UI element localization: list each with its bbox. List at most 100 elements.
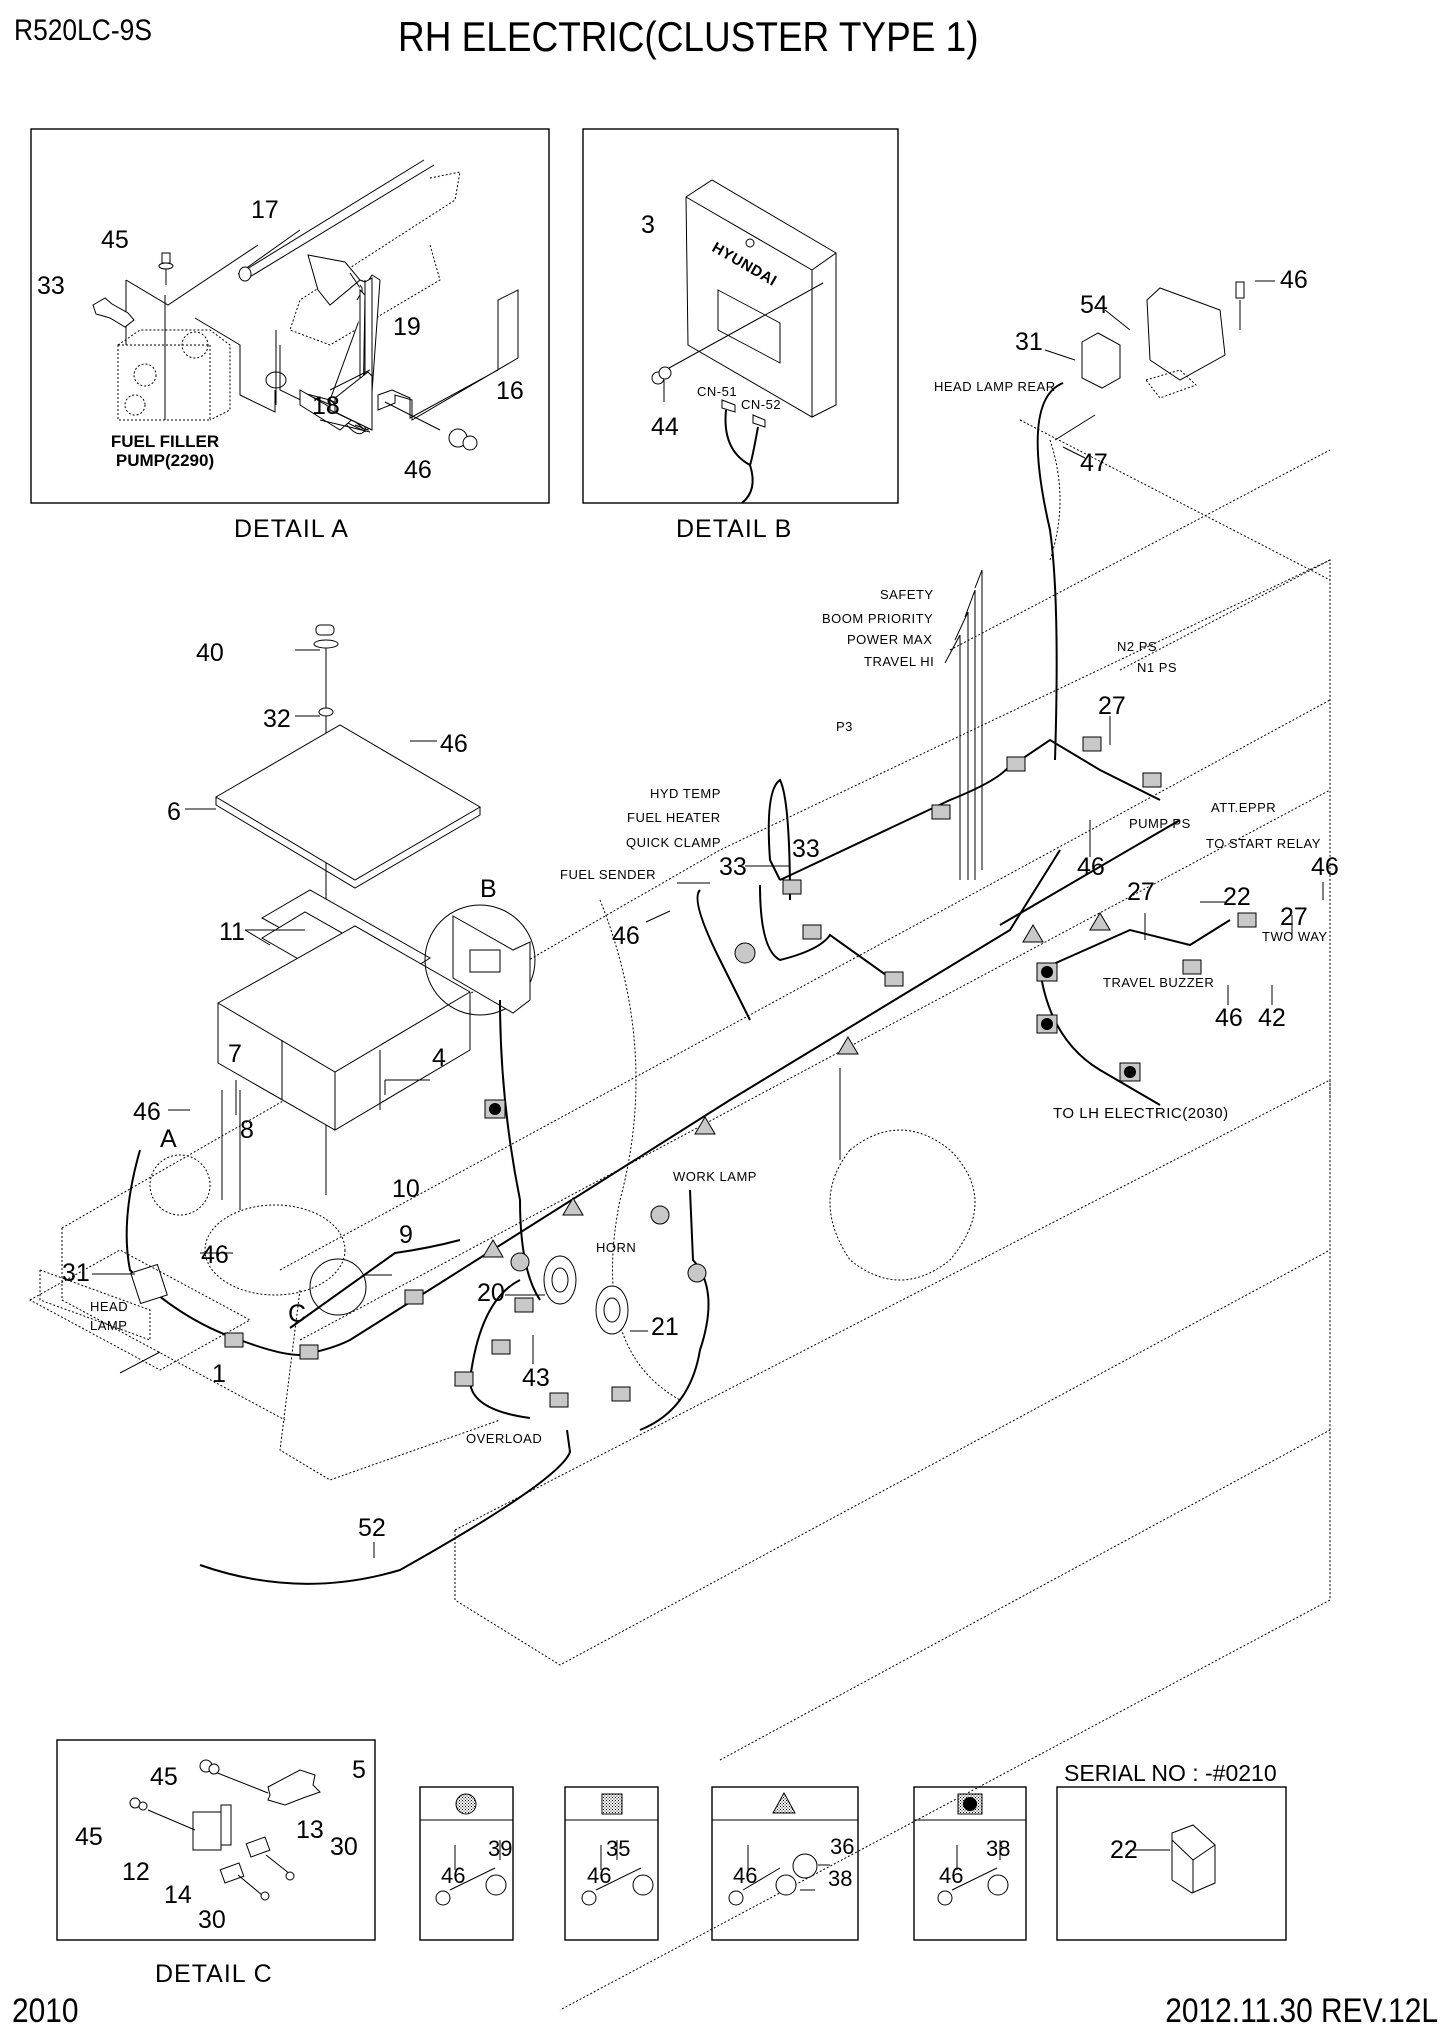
front-head-lamp — [28, 1154, 367, 1371]
callout-22-serial: 22 — [1110, 1836, 1138, 1864]
harness-clamps — [224, 736, 1257, 1408]
model-name: R520LC-9S — [14, 14, 152, 47]
power-max-label: POWER MAX — [847, 632, 933, 647]
revision-date: 2012.11.30 REV.12L — [1165, 1992, 1438, 2030]
callout-30-bottom: 30 — [198, 1906, 226, 1934]
legend-black-dot-clamp: 38 — [986, 1836, 1011, 1861]
legend-square-clamp: 35 — [606, 1836, 631, 1861]
boom-priority-label: BOOM PRIORITY — [822, 611, 934, 626]
detail-b-frame — [582, 128, 899, 504]
detail-c-caption: DETAIL C — [155, 1960, 273, 1988]
battery-area — [215, 624, 481, 1210]
head-lamp-label-line1: HEAD — [90, 1299, 129, 1314]
callout-40: 40 — [196, 639, 224, 667]
callout-46-fuel-sender: 46 — [612, 922, 640, 950]
to-lh-electric-label: TO LH ELECTRIC(2030) — [1053, 1105, 1229, 1122]
legend-circle-bolt: 46 — [441, 1863, 466, 1888]
fuel-sender-label: FUEL SENDER — [560, 867, 657, 882]
legend-circle-clamp: 39 — [488, 1836, 513, 1861]
fuel-filler-pump-label-line1: FUEL FILLER — [110, 432, 220, 451]
callout-46-buzzer: 46 — [1215, 1004, 1243, 1032]
callout-13: 13 — [296, 1816, 324, 1844]
marker-a: A — [160, 1125, 177, 1153]
callout-32: 32 — [263, 705, 291, 733]
head-lamp-rear-label: HEAD LAMP REAR — [934, 379, 1056, 394]
callout-1: 1 — [212, 1360, 226, 1388]
callout-46: 46 — [404, 456, 432, 484]
leader-lines — [92, 280, 1324, 1558]
connector-cn52: CN-52 — [741, 397, 782, 412]
legend-triangle-clamp: 38 — [828, 1866, 853, 1891]
clamp-legend-frames — [419, 1786, 1287, 1941]
att-eppr-label: ATT.EPPR — [1211, 800, 1277, 815]
head-lamp-label-line2: LAMP — [90, 1318, 128, 1333]
callout-45-lower: 45 — [75, 1823, 103, 1851]
travel-hi-label: TRAVEL HI — [864, 654, 935, 669]
callout-44: 44 — [651, 413, 679, 441]
rear-head-lamp — [1036, 281, 1245, 761]
callout-33-quick-clamp: 33 — [792, 835, 820, 863]
callout-22: 22 — [1223, 883, 1251, 911]
detail-a-parts — [92, 159, 519, 451]
callout-14: 14 — [164, 1881, 192, 1909]
serial-number-label: SERIAL NO : -#0210 — [1064, 1760, 1277, 1786]
callout-6: 6 — [167, 798, 181, 826]
detail-b-parts — [651, 179, 837, 504]
callout-31-rear: 31 — [1015, 328, 1043, 356]
callout-18: 18 — [312, 392, 340, 420]
page-number: 2010 — [12, 1992, 79, 2030]
callout-31-head: 31 — [62, 1259, 90, 1287]
legend-triangle-grommet: 36 — [830, 1834, 855, 1859]
callout-20: 20 — [477, 1279, 505, 1307]
callout-46-pump: 46 — [1077, 853, 1105, 881]
callout-46-relay: 46 — [1311, 853, 1339, 881]
travel-buzzer-label: TRAVEL BUZZER — [1103, 975, 1215, 990]
detail-a-frame — [30, 128, 550, 504]
callout-21: 21 — [651, 1313, 679, 1341]
work-lamp-label: WORK LAMP — [673, 1169, 757, 1184]
cluster-controller-detail-b — [424, 904, 536, 1016]
callout-47: 47 — [1080, 449, 1108, 477]
n1-ps-label: N1 PS — [1137, 660, 1178, 675]
horn-label: HORN — [596, 1240, 637, 1255]
callout-19: 19 — [393, 313, 421, 341]
callout-46-plate: 46 — [440, 730, 468, 758]
detail-b-caption: DETAIL B — [676, 515, 793, 543]
callout-54: 54 — [1080, 291, 1108, 319]
n2-ps-label: N2 PS — [1117, 639, 1158, 654]
callout-9: 9 — [399, 1221, 413, 1249]
callout-27-upper: 27 — [1098, 692, 1126, 720]
p3-label: P3 — [836, 719, 853, 734]
callout-27-lower: 27 — [1280, 903, 1308, 931]
callout-16: 16 — [496, 377, 524, 405]
legend-triangle-bolt: 46 — [733, 1863, 758, 1888]
safety-label: SAFETY — [880, 587, 934, 602]
callout-46-lamp: 46 — [1280, 266, 1308, 294]
horns — [543, 1255, 629, 1335]
two-way-label: TWO WAY — [1262, 929, 1328, 944]
overload-label: OVERLOAD — [466, 1431, 543, 1446]
upper-frame-outline — [39, 419, 1331, 2011]
legend-black-dot-bolt: 46 — [939, 1863, 964, 1888]
hyd-temp-label: HYD TEMP — [650, 786, 721, 801]
fuel-filler-pump-label-line2: PUMP(2290) — [115, 450, 215, 470]
callout-27-middle: 27 — [1127, 878, 1155, 906]
pump-ps-label: PUMP PS — [1129, 816, 1191, 831]
detail-c-parts — [129, 1759, 321, 1901]
quick-clamp-label: QUICK CLAMP — [626, 835, 722, 850]
callout-45-upper: 45 — [150, 1763, 178, 1791]
callout-33-fuel-sender: 33 — [719, 853, 747, 881]
detail-c-frame — [56, 1739, 376, 1941]
callout-46-head-lamp: 46 — [201, 1241, 229, 1269]
callout-12: 12 — [122, 1858, 150, 1886]
callout-46-battery: 46 — [133, 1098, 161, 1126]
marker-c: C — [288, 1300, 307, 1328]
callout-4: 4 — [432, 1044, 446, 1072]
callout-11: 11 — [219, 918, 245, 946]
marker-b: B — [480, 875, 497, 903]
to-start-relay-label: TO START RELAY — [1206, 836, 1321, 851]
callout-3: 3 — [641, 211, 655, 239]
callout-5: 5 — [352, 1756, 366, 1784]
fuel-filler-pump-label: FUEL FILLER PUMP(2290) — [95, 432, 235, 470]
